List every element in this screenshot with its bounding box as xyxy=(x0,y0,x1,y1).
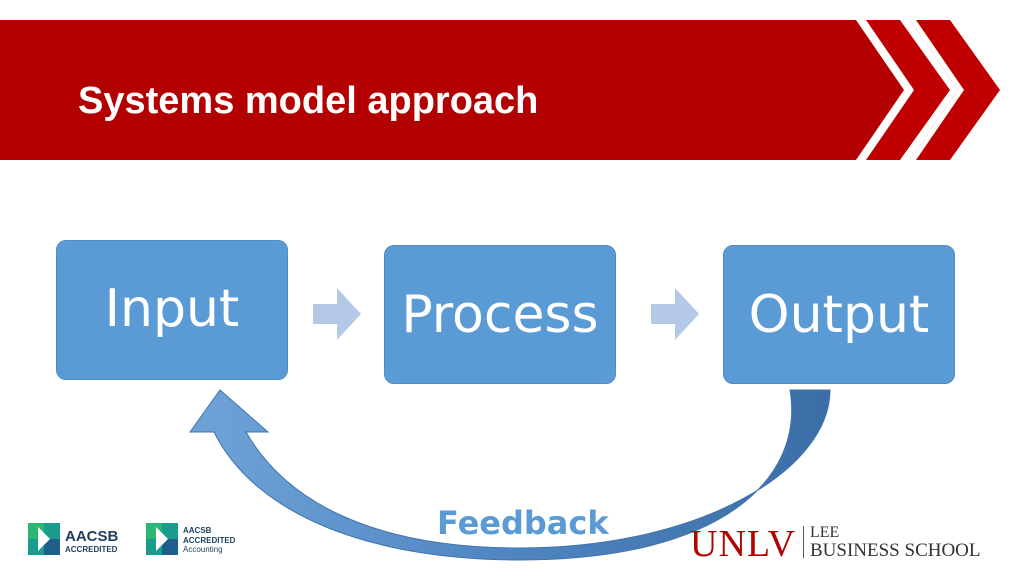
feedback-arrow xyxy=(189,389,831,561)
node-output: Output xyxy=(723,245,955,384)
title-bar: Systems model approach xyxy=(0,20,1024,160)
aacsb-1-line2: ACCREDITED xyxy=(65,545,118,554)
arrow-input-to-process xyxy=(313,288,361,340)
node-process: Process xyxy=(384,245,616,384)
aacsb-accounting-mark-icon xyxy=(146,523,178,555)
node-output-label: Output xyxy=(748,284,930,345)
aacsb-mark-icon xyxy=(28,523,60,555)
unlv-lee-logo: UNLV LEE BUSINESS SCHOOL xyxy=(690,522,990,565)
aacsb-1-line1: AACSB xyxy=(65,528,119,545)
node-input-label: Input xyxy=(104,279,240,339)
node-input: Input xyxy=(56,240,288,380)
aacsb-2-line2: ACCREDITED xyxy=(183,536,236,545)
arrow-process-to-output xyxy=(651,288,699,340)
unlv-lee-line1: LEE xyxy=(810,524,840,541)
unlv-wordmark: UNLV xyxy=(690,523,797,565)
title-bar-background xyxy=(0,20,1000,160)
feedback-label: Feedback xyxy=(437,504,609,542)
aacsb-accredited-logo: AACSB ACCREDITED xyxy=(28,523,128,557)
node-process-label: Process xyxy=(401,284,599,345)
slide-title: Systems model approach xyxy=(78,80,539,122)
aacsb-2-line3: Accounting xyxy=(183,545,223,554)
aacsb-2-line1: AACSB xyxy=(183,526,212,535)
aacsb-accounting-logo: AACSB ACCREDITED Accounting xyxy=(146,523,246,557)
unlv-divider xyxy=(803,526,804,558)
unlv-lee-line2: BUSINESS SCHOOL xyxy=(810,540,981,561)
